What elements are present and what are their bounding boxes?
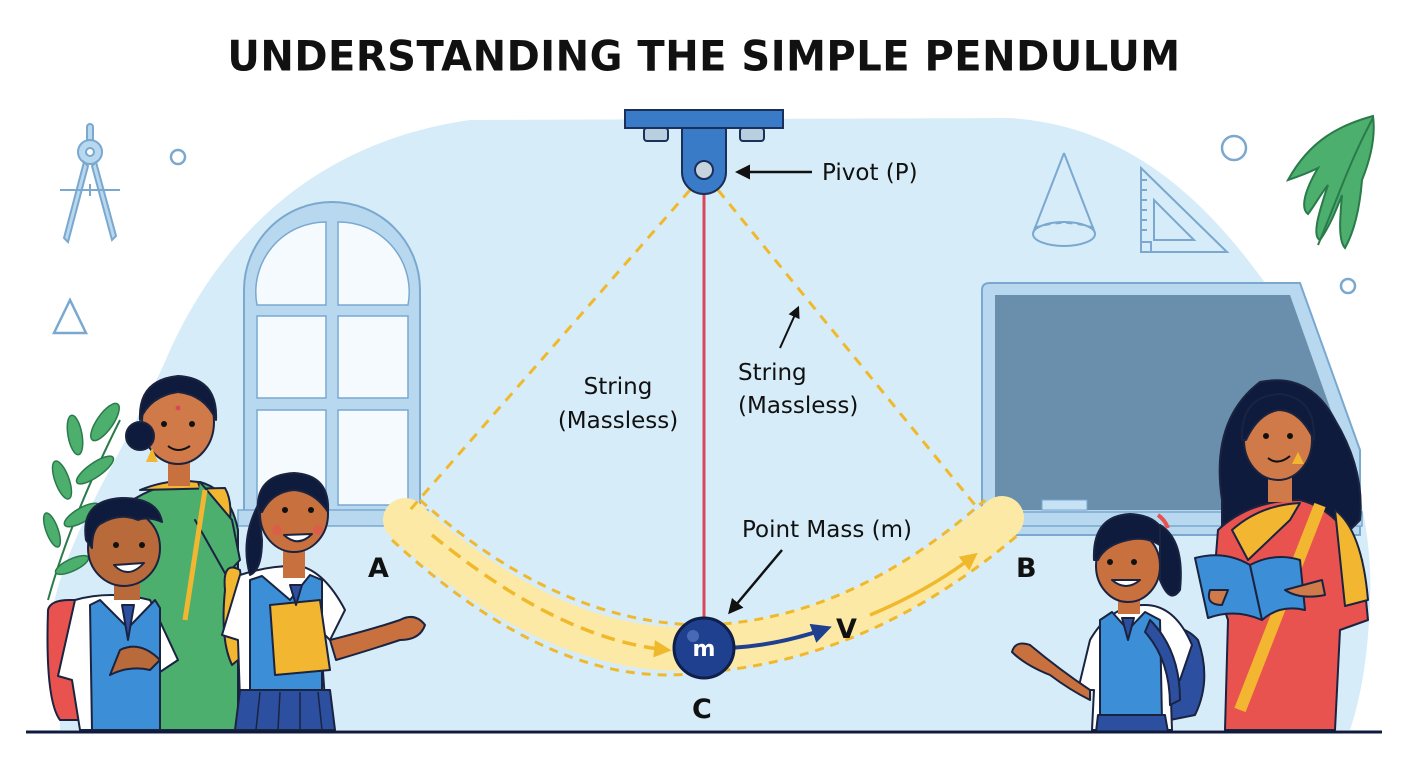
- circle-icon: [169, 148, 187, 166]
- motion-arrow-right: [869, 552, 978, 617]
- student-boy: [46, 497, 179, 731]
- string-dashed-right: [716, 189, 977, 506]
- triangle-icon: [52, 297, 88, 335]
- circle-icon: [1339, 277, 1357, 295]
- cone-icon: [1032, 152, 1096, 247]
- string-left-label-line1: String: [584, 374, 653, 400]
- student-girl-left: [221, 472, 426, 731]
- set-square-icon: [1140, 165, 1230, 253]
- point-mass-arrow: [728, 549, 783, 615]
- point-a-label: A: [368, 553, 389, 584]
- motion-arc-edge-bottom: [390, 533, 1019, 677]
- string-right-arrow: [779, 305, 800, 349]
- leaf-icon: [1285, 114, 1375, 250]
- point-mass-label: Point Mass (m): [742, 517, 912, 543]
- string-right-label-line1: String: [738, 360, 807, 386]
- plant: [42, 402, 121, 601]
- student-girl-right: [1011, 513, 1206, 733]
- mass-symbol: m: [693, 637, 716, 662]
- velocity-label: V: [836, 614, 857, 645]
- page-title: UNDERSTANDING THE SIMPLE PENDULUM: [227, 32, 1181, 82]
- teacher-right: [1194, 379, 1369, 731]
- compass-icon: [60, 123, 120, 244]
- open-book: [1194, 554, 1306, 621]
- string-right-label-line2: (Massless): [738, 393, 858, 419]
- string-left-label-line2: (Massless): [558, 408, 678, 434]
- pivot-label: Pivot (P): [822, 160, 918, 186]
- point-c-label: C: [692, 694, 712, 725]
- point-mass: m: [672, 616, 736, 680]
- circle-icon: [1220, 134, 1248, 162]
- point-b-label: B: [1016, 553, 1037, 584]
- pivot-mount: [624, 109, 784, 195]
- pivot-point: [694, 160, 714, 180]
- window: [237, 201, 429, 527]
- velocity-arrow: [729, 623, 832, 650]
